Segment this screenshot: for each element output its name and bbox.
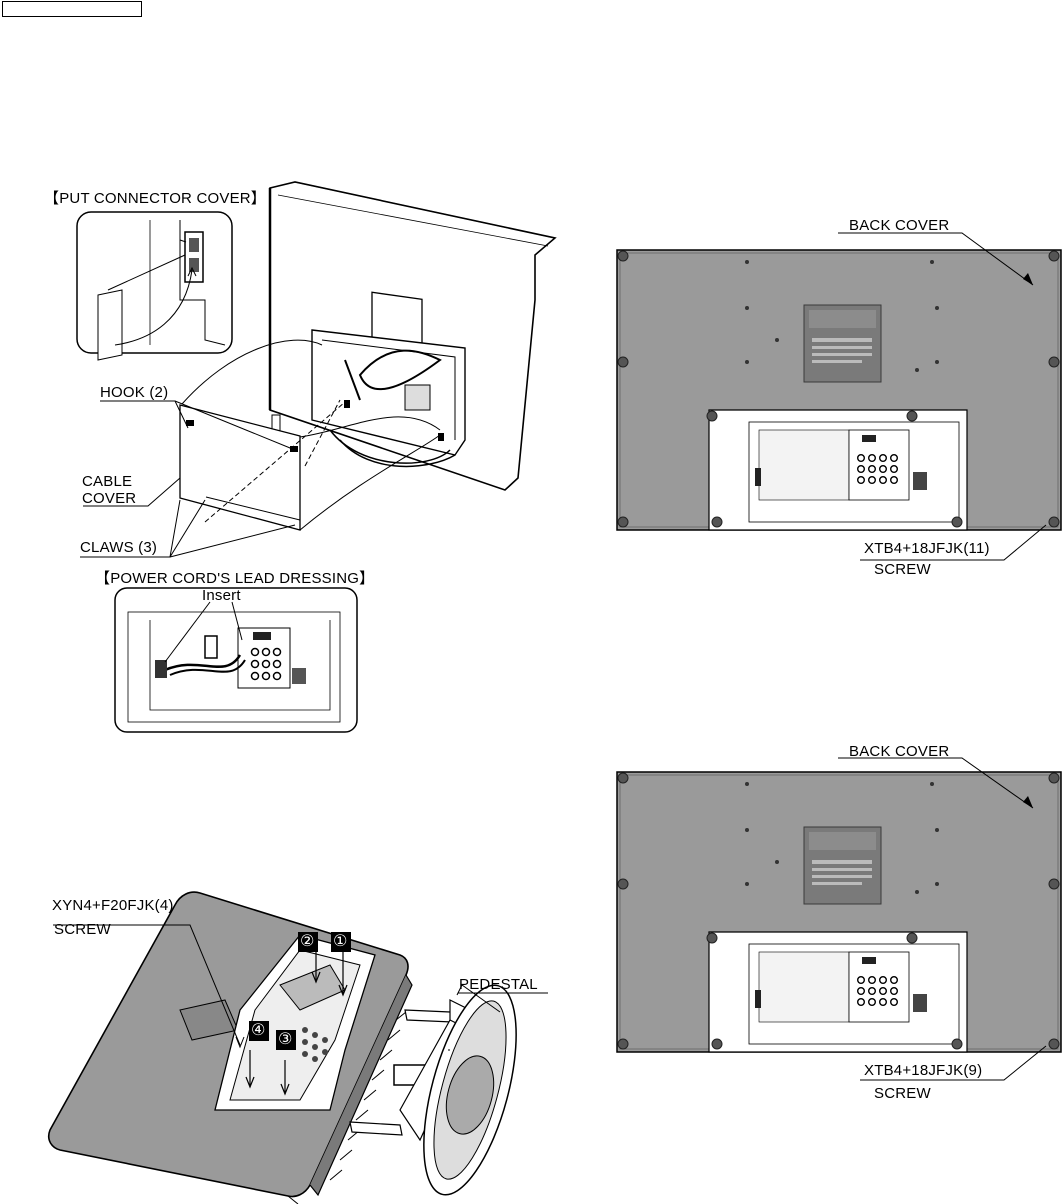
cable-cover-label-1: CABLE: [82, 473, 133, 490]
screw-part-label-top: XTB4+18JFJK(11): [864, 540, 990, 557]
screw-label-bottom: SCREW: [874, 1085, 931, 1102]
pedestal-label: PEDESTAL: [459, 976, 538, 993]
put-connector-cover-label: 【PUT CONNECTOR COVER】: [44, 190, 267, 207]
hook-label: HOOK (2): [100, 384, 169, 401]
header-box: [2, 1, 142, 17]
insert-label: Insert: [202, 587, 241, 604]
screw-part-label-pedestal: XYN4+F20FJK(4): [52, 897, 174, 914]
back-cover-label-top: BACK COVER: [849, 217, 950, 234]
step-1-badge: ①: [333, 933, 348, 950]
screw-label-pedestal: SCREW: [54, 921, 111, 938]
step-2-badge: ②: [300, 933, 315, 950]
claws-label: CLAWS (3): [80, 539, 158, 556]
back-cover-label-bottom: BACK COVER: [849, 743, 950, 760]
step-3-badge: ③: [278, 1031, 293, 1048]
screw-part-label-bottom: XTB4+18JFJK(9): [864, 1062, 983, 1079]
power-cord-dressing-label: 【POWER CORD'S LEAD DRESSING】: [95, 570, 375, 587]
screw-label-top: SCREW: [874, 561, 931, 578]
cable-cover-label-2: COVER: [82, 490, 137, 507]
step-4-badge: ④: [251, 1022, 266, 1039]
